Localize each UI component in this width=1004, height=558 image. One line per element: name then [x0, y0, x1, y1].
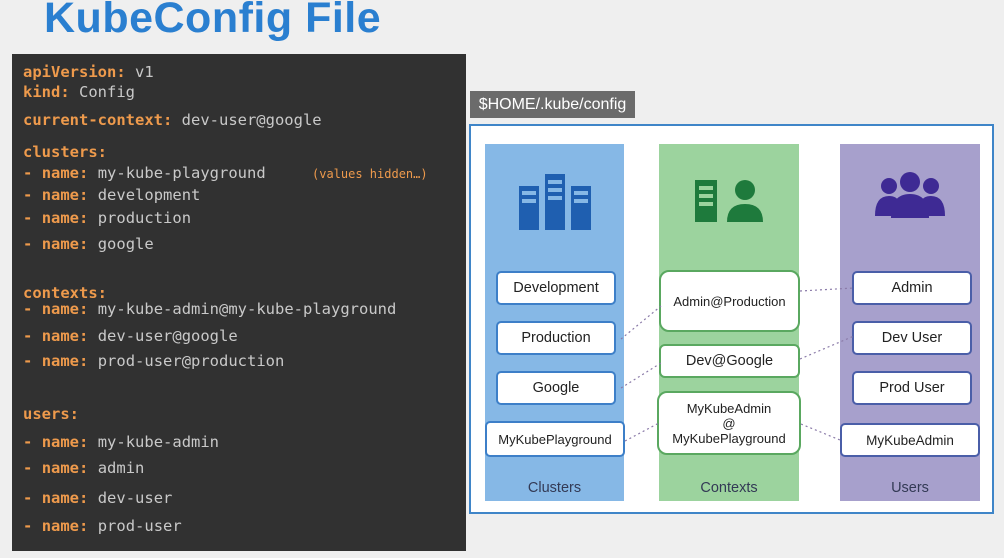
- yaml-dash: -: [23, 433, 33, 451]
- yaml-value: my-kube-admin: [97, 433, 220, 451]
- config-file-path-label: $HOME/.kube/config: [470, 91, 635, 118]
- code-line-user-item: - name: dev-user: [23, 489, 172, 507]
- context-mykubeadmin-mykubeplayground: MyKubeAdmin @ MyKubePlayground: [657, 391, 801, 455]
- yaml-value: v1: [135, 63, 154, 81]
- clusters-column: Development Production Google MyKubePlay…: [485, 144, 625, 501]
- users-column: Admin Dev User Prod User MyKubeAdmin Use…: [840, 144, 980, 501]
- connector-production-admin-production: [620, 305, 662, 340]
- yaml-dash: -: [23, 489, 33, 507]
- yaml-value: production: [97, 209, 192, 227]
- yaml-dash: -: [23, 235, 33, 253]
- user-prod-user: Prod User: [852, 371, 972, 405]
- code-line-cluster-item: - name: production: [23, 209, 191, 227]
- yaml-value: my-kube-admin@my-kube-playground: [97, 300, 397, 318]
- context-admin-production: Admin@Production: [659, 270, 800, 332]
- cluster-google: Google: [496, 371, 616, 405]
- kubeconfig-diagram: Development Production Google MyKubePlay…: [469, 124, 994, 514]
- yaml-value: prod-user: [97, 517, 182, 535]
- code-line-clusters-header: clusters:: [23, 143, 107, 161]
- yaml-dash: -: [23, 352, 33, 370]
- user-mykubeadmin: MyKubeAdmin: [840, 423, 980, 457]
- code-line-users-header: users:: [23, 405, 79, 423]
- server-cluster-icon: [519, 174, 591, 230]
- code-line-contexts-header: contexts:: [23, 284, 107, 302]
- code-line-apiversion: apiVersion: v1: [23, 63, 154, 81]
- code-line-context-item: - name: prod-user@production: [23, 352, 284, 370]
- yaml-key: contexts:: [23, 284, 107, 302]
- code-line-cluster-item: - name: google: [23, 235, 154, 253]
- yaml-key: name:: [41, 186, 89, 204]
- code-line-context-item: - name: my-kube-admin@my-kube-playground: [23, 300, 396, 318]
- yaml-key: current-context:: [23, 111, 173, 129]
- yaml-key: name:: [41, 300, 89, 318]
- code-line-user-item: - name: admin: [23, 459, 144, 477]
- cluster-mykubeplayground: MyKubePlayground: [485, 421, 625, 457]
- yaml-key: name:: [41, 489, 89, 507]
- yaml-dash: -: [23, 459, 33, 477]
- yaml-dash: -: [23, 209, 33, 227]
- user-group-icon: [875, 172, 945, 218]
- server-user-icon: [695, 180, 763, 222]
- yaml-dash: -: [23, 517, 33, 535]
- kubeconfig-code-panel: apiVersion: v1 kind: Config current-cont…: [12, 54, 466, 551]
- yaml-key: name:: [41, 517, 89, 535]
- code-line-current-context: current-context: dev-user@google: [23, 111, 322, 129]
- yaml-key: name:: [41, 235, 89, 253]
- code-line-user-item: - name: prod-user: [23, 517, 182, 535]
- yaml-value: dev-user@google: [181, 111, 322, 129]
- yaml-value: admin: [97, 459, 145, 477]
- contexts-column-label: Contexts: [700, 480, 758, 496]
- connector-google-dev-google: [620, 362, 662, 389]
- page-title: KubeConfig File: [44, 0, 382, 42]
- code-line-context-item: - name: dev-user@google: [23, 327, 238, 345]
- code-line-kind: kind: Config: [23, 83, 135, 101]
- code-line-cluster-item: - name: development: [23, 186, 200, 204]
- yaml-key: name:: [41, 352, 89, 370]
- yaml-key: name:: [41, 433, 89, 451]
- yaml-value: dev-user@google: [97, 327, 238, 345]
- yaml-dash: -: [23, 300, 33, 318]
- yaml-value: my-kube-playground: [97, 164, 266, 182]
- yaml-key: clusters:: [23, 143, 107, 161]
- diagram-connectors: [620, 287, 855, 442]
- users-column-label: Users: [891, 480, 929, 496]
- cluster-development: Development: [496, 271, 616, 305]
- user-dev-user: Dev User: [852, 321, 972, 355]
- yaml-value: dev-user: [97, 489, 173, 507]
- yaml-value: development: [97, 186, 201, 204]
- yaml-value: prod-user@production: [97, 352, 285, 370]
- contexts-column: Admin@Production Dev@Google MyKubeAdmin …: [657, 144, 801, 501]
- yaml-value: google: [97, 235, 154, 253]
- code-line-user-item: - name: my-kube-admin: [23, 433, 219, 451]
- cluster-production: Production: [496, 321, 616, 355]
- yaml-dash: -: [23, 186, 33, 204]
- connector-mykubeplayground-mykubeadmin-ctx: [624, 422, 660, 442]
- connector-mykubeadmin-ctx-mykubeadmin: [800, 423, 841, 441]
- clusters-column-label: Clusters: [527, 480, 582, 496]
- yaml-key: name:: [41, 459, 89, 477]
- yaml-dash: -: [23, 327, 33, 345]
- user-admin: Admin: [852, 271, 972, 305]
- yaml-key: name:: [41, 209, 89, 227]
- yaml-key: apiVersion:: [23, 63, 126, 81]
- yaml-value: Config: [79, 83, 136, 101]
- connector-admin-production-admin: [799, 287, 855, 292]
- context-dev-google: Dev@Google: [659, 344, 800, 378]
- yaml-key: users:: [23, 405, 79, 423]
- yaml-key: kind:: [23, 83, 70, 101]
- values-hidden-note: (values hidden…): [312, 167, 428, 181]
- yaml-key: name:: [41, 164, 89, 182]
- connector-dev-google-dev-user: [799, 335, 855, 360]
- yaml-dash: -: [23, 164, 33, 182]
- code-line-cluster-item: - name: my-kube-playground: [23, 164, 266, 182]
- yaml-key: name:: [41, 327, 89, 345]
